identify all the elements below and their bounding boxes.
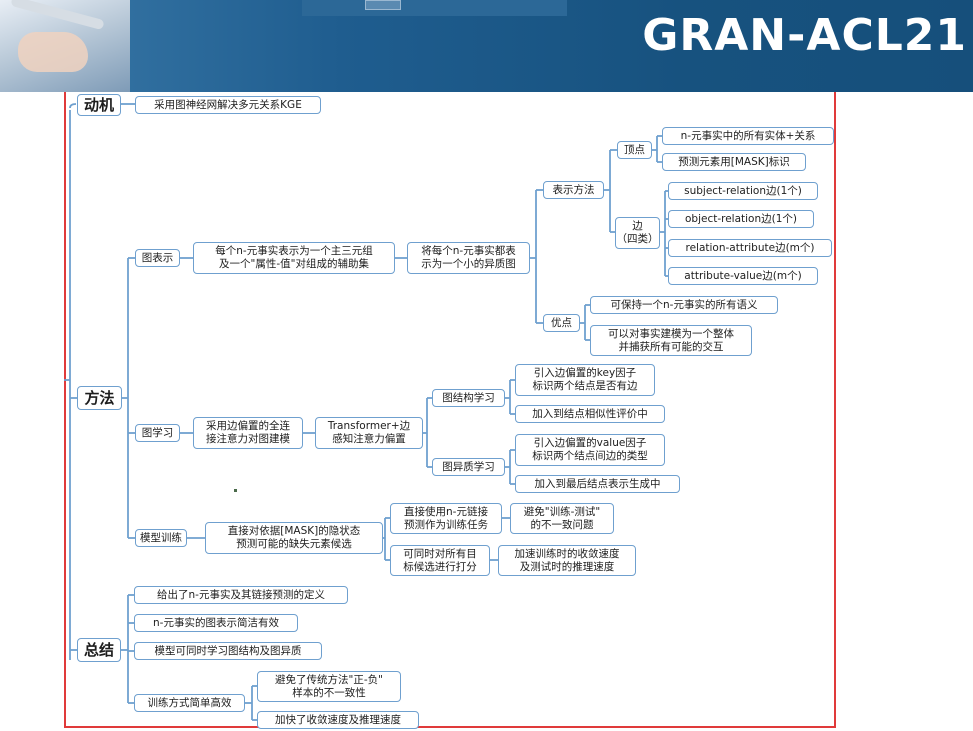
header-banner: GRAN-ACL21 [0, 0, 973, 92]
hetero-graph-node: 将每个n-元事实都表示为一个小的异质图 [407, 242, 530, 274]
edge-node: 边（四类） [615, 217, 660, 249]
repr-method-node: 表示方法 [543, 181, 604, 199]
method-node: 方法 [77, 386, 122, 410]
summary-item-2: n-元事实的图表示简洁有效 [134, 614, 298, 632]
vertex-item-1: n-元事实中的所有实体+关系 [662, 127, 834, 145]
score-all-node: 可同时对所有目标候选进行打分 [390, 545, 490, 576]
training-node: 模型训练 [135, 529, 187, 547]
advantage-node: 优点 [543, 314, 580, 332]
summary-item-3: 模型可同时学习图结构及图异质 [134, 642, 322, 660]
direct-training-node: 直接使用n-元链接预测作为训练任务 [390, 503, 502, 534]
hand-image [18, 32, 88, 72]
edge-item-3: relation-attribute边(m个) [668, 239, 832, 257]
stray-dot [234, 489, 237, 492]
speedup-node: 加速训练时的收敛速度及测试时的推理速度 [498, 545, 636, 576]
header-photo [0, 0, 130, 92]
graph-learning-node: 图学习 [135, 424, 180, 442]
hetero-item-2: 加入到最后结点表示生成中 [515, 475, 680, 493]
edge-item-1: subject-relation边(1个) [668, 182, 818, 200]
vertex-node: 顶点 [617, 141, 652, 159]
structure-item-1: 引入边偏置的key因子标识两个结点是否有边 [515, 364, 655, 396]
hetero-item-1: 引入边偏置的value因子标识两个结点间边的类型 [515, 434, 665, 466]
avoid-inconsistency: 避免"训练-测试"的不一致问题 [510, 503, 614, 534]
motivation-node: 动机 [77, 94, 121, 116]
summary-training-item-2: 加快了收敛速度及推理速度 [257, 711, 419, 729]
motivation-text: 采用图神经网解决多元关系KGE [135, 96, 321, 114]
summary-training-item-1: 避免了传统方法"正-负"样本的不一致性 [257, 671, 401, 702]
training-desc: 直接对依据[MASK]的隐状态预测可能的缺失元素候选 [205, 522, 383, 554]
advantage-item-1: 可保持一个n-元事实的所有语义 [590, 296, 778, 314]
edge-item-4: attribute-value边(m个) [668, 267, 818, 285]
graph-repr-node: 图表示 [135, 249, 180, 267]
graph-learning-desc: 采用边偏置的全连接注意力对图建模 [193, 417, 303, 449]
edge-item-2: object-relation边(1个) [668, 210, 814, 228]
transformer-node: Transformer+边感知注意力偏置 [315, 417, 423, 449]
advantage-item-2: 可以对事实建模为一个整体并捕获所有可能的交互 [590, 325, 752, 356]
header-tab-marker [365, 0, 401, 10]
structure-item-2: 加入到结点相似性评价中 [515, 405, 665, 423]
slide-title: GRAN-ACL21 [642, 10, 967, 61]
content-frame [64, 92, 836, 728]
structure-learning-node: 图结构学习 [432, 389, 505, 407]
graph-repr-desc: 每个n-元事实表示为一个主三元组及一个"属性-值"对组成的辅助集 [193, 242, 395, 274]
summary-training-node: 训练方式简单高效 [134, 694, 245, 712]
vertex-item-2: 预测元素用[MASK]标识 [662, 153, 806, 171]
hetero-learning-node: 图异质学习 [432, 458, 505, 476]
summary-item-1: 给出了n-元事实及其链接预测的定义 [134, 586, 348, 604]
summary-node: 总结 [77, 638, 121, 662]
